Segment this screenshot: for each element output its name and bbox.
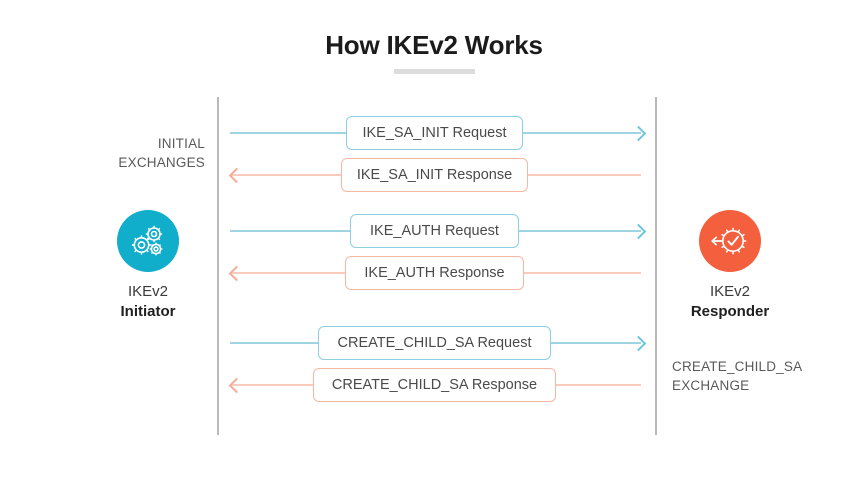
connector-line-right [551,342,641,344]
title-underline [394,69,475,74]
connector-line-right [556,384,641,386]
arrowhead-left [228,167,245,184]
actor-responder: IKEv2 Responder [650,210,810,322]
connector-line-left [230,384,313,386]
section-label-initial-exchanges: INITIAL EXCHANGES [118,136,205,170]
responder-name: IKEv2 [709,283,751,300]
connector-line-right [528,174,641,176]
arrowhead-left [228,265,245,282]
connector-line-left [230,342,318,344]
message-box-ike-sa-init-response[interactable]: IKE_SA_INIT Response [341,158,528,192]
arrowhead-left [228,377,245,394]
gear-check-arrow-icon [711,227,747,255]
lifeline-initiator [217,97,219,435]
message-box-ike-auth-response[interactable]: IKE_AUTH Response [345,256,524,290]
connector-line-left [230,230,350,232]
actor-initiator: IKEv2 Initiator [68,210,228,322]
message-box-ike-sa-init-request[interactable]: IKE_SA_INIT Request [346,116,523,150]
arrowhead-right [630,125,647,142]
message-box-ike-auth-request[interactable]: IKE_AUTH Request [350,214,519,248]
connector-line-right [519,230,641,232]
connector-line-left [230,132,346,134]
responder-bubble [699,210,761,272]
page-title: How IKEv2 Works [325,30,543,60]
message-box-create-child-sa-response[interactable]: CREATE_CHILD_SA Response [313,368,556,402]
connector-line-left [230,174,341,176]
section-label-create-child-sa-exchange: CREATE_CHILD_SA EXCHANGE [672,359,803,393]
initiator-bubble [117,210,179,272]
connector-line-right [524,272,641,274]
responder-role: Responder [690,303,770,320]
lifeline-responder [655,97,657,435]
arrowhead-right [630,223,647,240]
gears-icon [131,225,163,256]
initiator-role: Initiator [120,303,176,320]
arrowhead-right [630,335,647,352]
message-box-create-child-sa-request[interactable]: CREATE_CHILD_SA Request [318,326,551,360]
connector-line-right [523,132,641,134]
initiator-name: IKEv2 [127,283,169,300]
connector-line-left [230,272,345,274]
